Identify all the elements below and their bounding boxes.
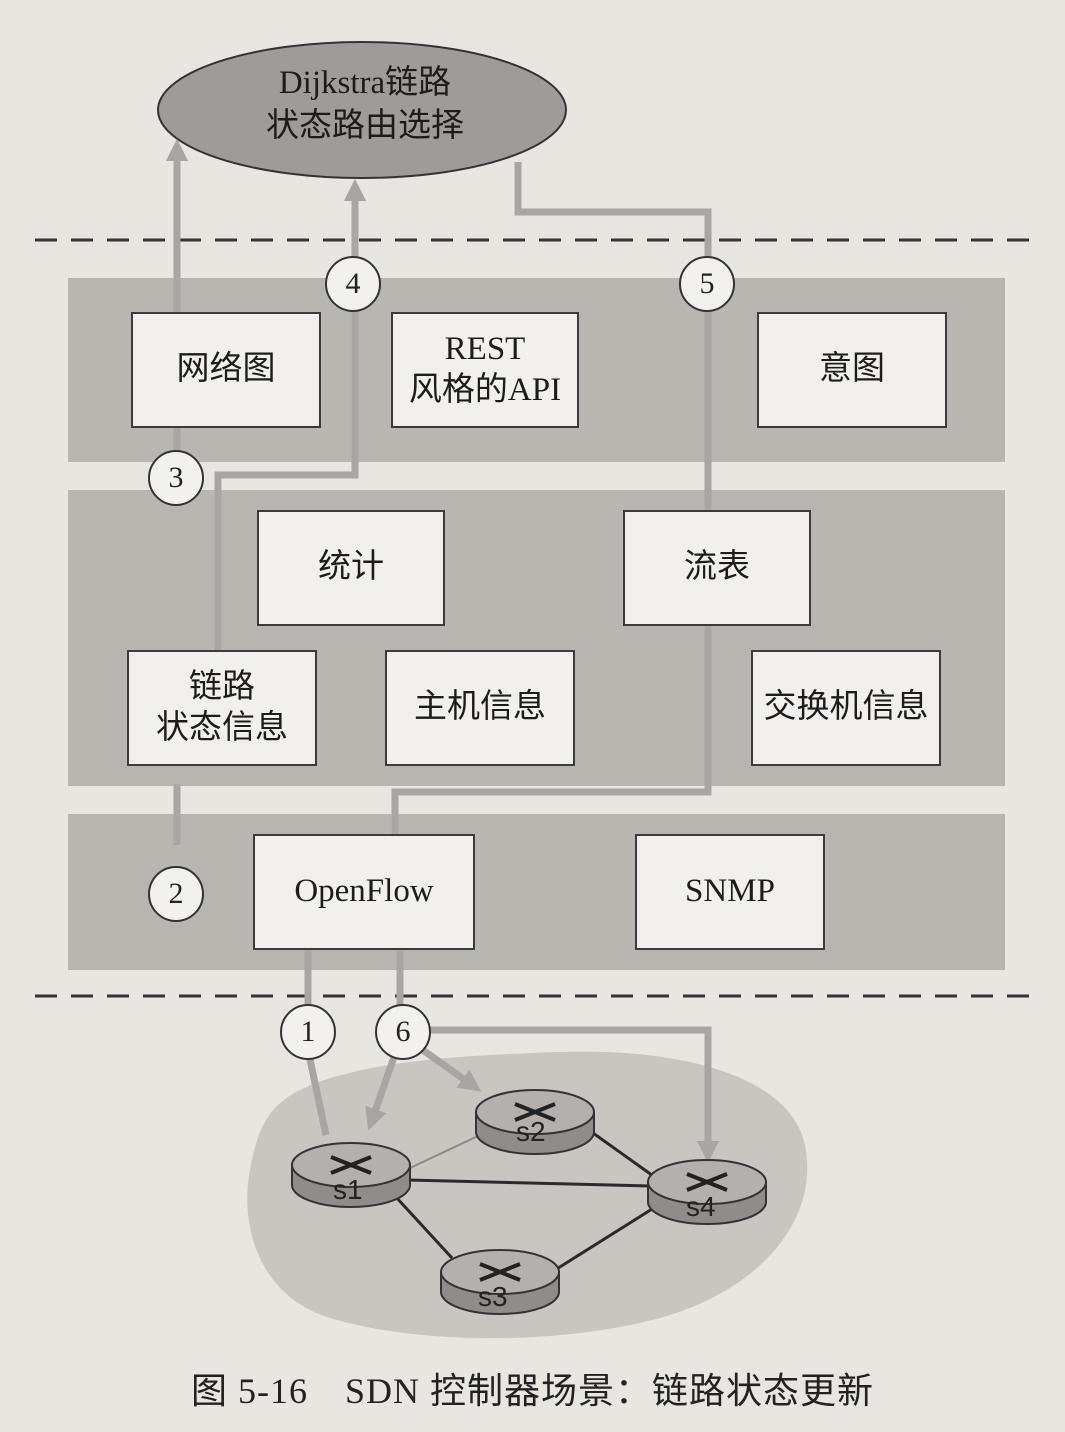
statistics-box[interactable]: 统计 (257, 510, 445, 626)
step-1-label: 1 (300, 1015, 316, 1048)
router-cross-icon (686, 1172, 728, 1192)
host-info-box[interactable]: 主机信息 (385, 650, 575, 766)
rest-api-label-line1: REST (444, 330, 526, 367)
figure-caption: 图 5-16 SDN 控制器场景：链路状态更新 (190, 1371, 874, 1411)
intent-label: 意图 (819, 351, 885, 388)
host-info-label: 主机信息 (414, 689, 546, 726)
step-1-marker: 1 (280, 1004, 336, 1060)
step-4-label: 4 (345, 267, 361, 300)
link-s1-s2 (409, 1135, 479, 1169)
router-s2[interactable] (475, 1089, 595, 1155)
network-area (247, 1051, 808, 1339)
router-cross-icon (330, 1155, 372, 1175)
flow-arrow-step6-s2 (417, 1045, 482, 1092)
router-cross-icon (514, 1102, 556, 1122)
switch-info-label: 交换机信息 (763, 689, 929, 726)
intent-box[interactable]: 意图 (757, 312, 947, 428)
router-s3-label: s3 (478, 1281, 508, 1312)
link-state-info-box[interactable]: 链路 状态信息 (127, 650, 317, 766)
switch-info-box[interactable]: 交换机信息 (751, 650, 941, 766)
step-2-marker: 2 (148, 866, 204, 922)
router-cross-icon (479, 1262, 521, 1282)
network-graph-box[interactable]: 网络图 (131, 312, 321, 428)
routing-app-label-line1: Dijkstra链路 (278, 65, 452, 101)
link-state-label-line1: 链路 (189, 668, 255, 705)
step-3-marker: 3 (148, 450, 204, 506)
link-s1-s3 (393, 1194, 454, 1260)
openflow-label: OpenFlow (294, 873, 434, 910)
routing-app-label-line2: 状态路由选择 (266, 107, 464, 144)
rest-api-label-line2: 风格的API (408, 372, 562, 408)
step-5-label: 5 (699, 267, 715, 300)
router-s4[interactable] (647, 1159, 767, 1225)
router-s3[interactable] (440, 1249, 560, 1315)
openflow-box[interactable]: OpenFlow (253, 834, 475, 950)
router-s4-label: s4 (686, 1191, 716, 1222)
step-6-label: 6 (395, 1015, 411, 1048)
step-3-label: 3 (168, 461, 184, 494)
step-4-marker: 4 (325, 256, 381, 312)
router-s1[interactable] (291, 1142, 411, 1208)
link-s3-s4 (554, 1202, 661, 1272)
snmp-box[interactable]: SNMP (635, 834, 825, 950)
southbound-layer-band (68, 814, 1005, 970)
routing-app-ellipse (157, 41, 567, 179)
step-2-label: 2 (168, 877, 184, 910)
router-s2-label: s2 (516, 1116, 546, 1147)
routing-app-label: Dijkstra链路 状态路由选择 (170, 62, 560, 148)
step-6-marker: 6 (375, 1004, 431, 1060)
flow-arrow-step6-s4 (430, 1026, 720, 1164)
flow-table-box[interactable]: 流表 (623, 510, 811, 626)
router-s1-label: s1 (333, 1174, 363, 1205)
flow-arrow-step4 (214, 178, 367, 650)
rest-api-box[interactable]: REST 风格的API (391, 312, 579, 428)
snmp-label: SNMP (685, 873, 775, 910)
flow-table-label: 流表 (684, 549, 750, 586)
network-graph-label: 网络图 (176, 351, 276, 388)
flow-arrow-step5 (391, 162, 712, 834)
statistics-label: 统计 (318, 549, 384, 586)
link-s1-s4 (407, 1178, 651, 1188)
step-5-marker: 5 (679, 256, 735, 312)
link-s2-s4 (585, 1126, 657, 1180)
link-state-label-line2: 状态信息 (156, 710, 288, 746)
